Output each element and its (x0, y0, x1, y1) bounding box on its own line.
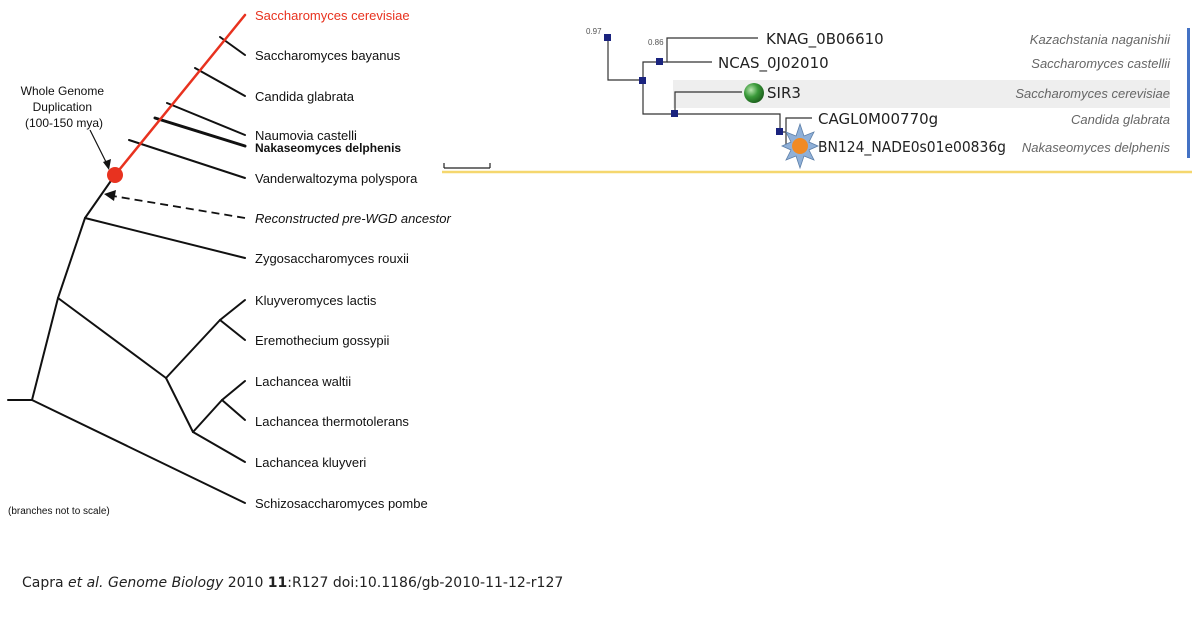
gene-label-bn124: BN124_NADE0s01e00836g (818, 138, 1006, 157)
tree-branch (192, 399, 223, 433)
tree-branch-v-polyspora (128, 139, 246, 179)
tree-branch (57, 297, 167, 379)
species-label-n-castelli: Naumovia castelli (255, 128, 357, 143)
species-tree (7, 36, 247, 504)
wgd-pointer-line (89, 129, 108, 165)
ancestor-arrow-head (104, 190, 116, 201)
sidebar-bar (1187, 28, 1190, 158)
species-label-k-lactis: Kluyveromyces lactis (255, 293, 377, 308)
tree-branch-n-delphenis (153, 116, 247, 148)
gene-tree-node (604, 34, 611, 41)
gene-tree-branch-cagl (780, 117, 812, 133)
gene-label-cagl: CAGL0M00770g (818, 110, 938, 128)
gene-species-bn124: Nakaseomyces delphenis (1022, 140, 1171, 155)
wgd-label: Whole Genome Duplication (100-150 mya) (21, 84, 108, 130)
gene-species-cagl: Candida glabrata (1071, 112, 1170, 127)
species-label-ancestor: Reconstructed pre-WGD ancestor (255, 211, 451, 226)
species-label-c-glabrata: Candida glabrata (255, 89, 355, 104)
tree-branch-s-cerevisiae (113, 13, 247, 177)
species-label-l-waltii: Lachancea waltii (255, 374, 351, 389)
gene-tree-branch (642, 61, 660, 80)
gene-tree-branch (675, 113, 781, 132)
scale-note: (branches not to scale) (8, 506, 110, 517)
bootstrap-label: 0.97 (586, 27, 602, 36)
gene-tree-node (656, 58, 663, 65)
gene-tree-branch-knag (660, 37, 758, 63)
tree-branch (31, 297, 59, 401)
species-label-l-kluyveri: Lachancea kluyveri (255, 455, 366, 470)
tree-branch (165, 319, 221, 379)
species-label-s-cerevisiae: Saccharomyces cerevisiae (255, 8, 410, 23)
species-label-s-pombe: Schizosaccharomyces pombe (255, 496, 428, 511)
tree-branch (84, 174, 116, 219)
citation: Capra et al. Genome Biology 2010 11:R127… (22, 575, 564, 591)
tree-branch-c-glabrata (194, 67, 246, 97)
tree-branch (57, 217, 86, 299)
gene-label-sir3: SIR3 (767, 84, 801, 102)
tree-branch-z-rouxii (84, 217, 246, 259)
tree-branch (165, 377, 194, 433)
species-label-z-rouxii: Zygosaccharomyces rouxii (255, 251, 409, 266)
gene-tree-branch-sir3 (674, 91, 742, 114)
tree-branch-l-thermotolerans (221, 399, 246, 421)
gene-tree-node (671, 110, 678, 117)
gene-tree: 0.97 0.86 KNAG_0B06610 NCAS_0J02010 SIR3… (442, 27, 1192, 174)
gene-tree-node (639, 77, 646, 84)
gene-tree-node (776, 128, 783, 135)
wgd-node-dot (107, 167, 123, 183)
wgd-pointer-head (103, 159, 111, 170)
bootstrap-label: 0.86 (648, 38, 664, 47)
tree-branch-l-kluyveri (192, 431, 246, 463)
gene-tree-scale-bar (443, 163, 491, 169)
species-label-s-bayanus: Saccharomyces bayanus (255, 48, 401, 63)
gene-label-knag: KNAG_0B06610 (766, 30, 884, 49)
tree-branch-n-castelli (166, 102, 246, 136)
species-label-n-delphenis: Nakaseomyces delphenis (255, 141, 401, 155)
species-label-l-thermotolerans: Lachancea thermotolerans (255, 414, 409, 429)
wgd-lineage (113, 13, 247, 177)
gene-species-knag: Kazachstania naganishii (1030, 32, 1171, 47)
ancestor-arrow-line (112, 195, 246, 219)
tree-branch-k-lactis (219, 299, 246, 321)
gene-label-ncas: NCAS_0J02010 (718, 54, 829, 73)
tree-branch-l-waltii (221, 380, 246, 401)
species-label-e-gossypii: Eremothecium gossypii (255, 333, 389, 348)
gene-tree-branch (607, 50, 643, 81)
gene-tree-branch (642, 80, 675, 115)
gene-species-ncas: Saccharomyces castellii (1031, 56, 1171, 71)
species-label-v-polyspora: Vanderwaltozyma polyspora (255, 171, 418, 186)
tree-branch-s-pombe (31, 399, 246, 504)
tree-branch-e-gossypii (219, 319, 246, 341)
gene-species-sir3: Saccharomyces cerevisiae (1015, 86, 1170, 101)
orange-star-icon (781, 122, 819, 170)
green-circle-icon (744, 83, 764, 103)
